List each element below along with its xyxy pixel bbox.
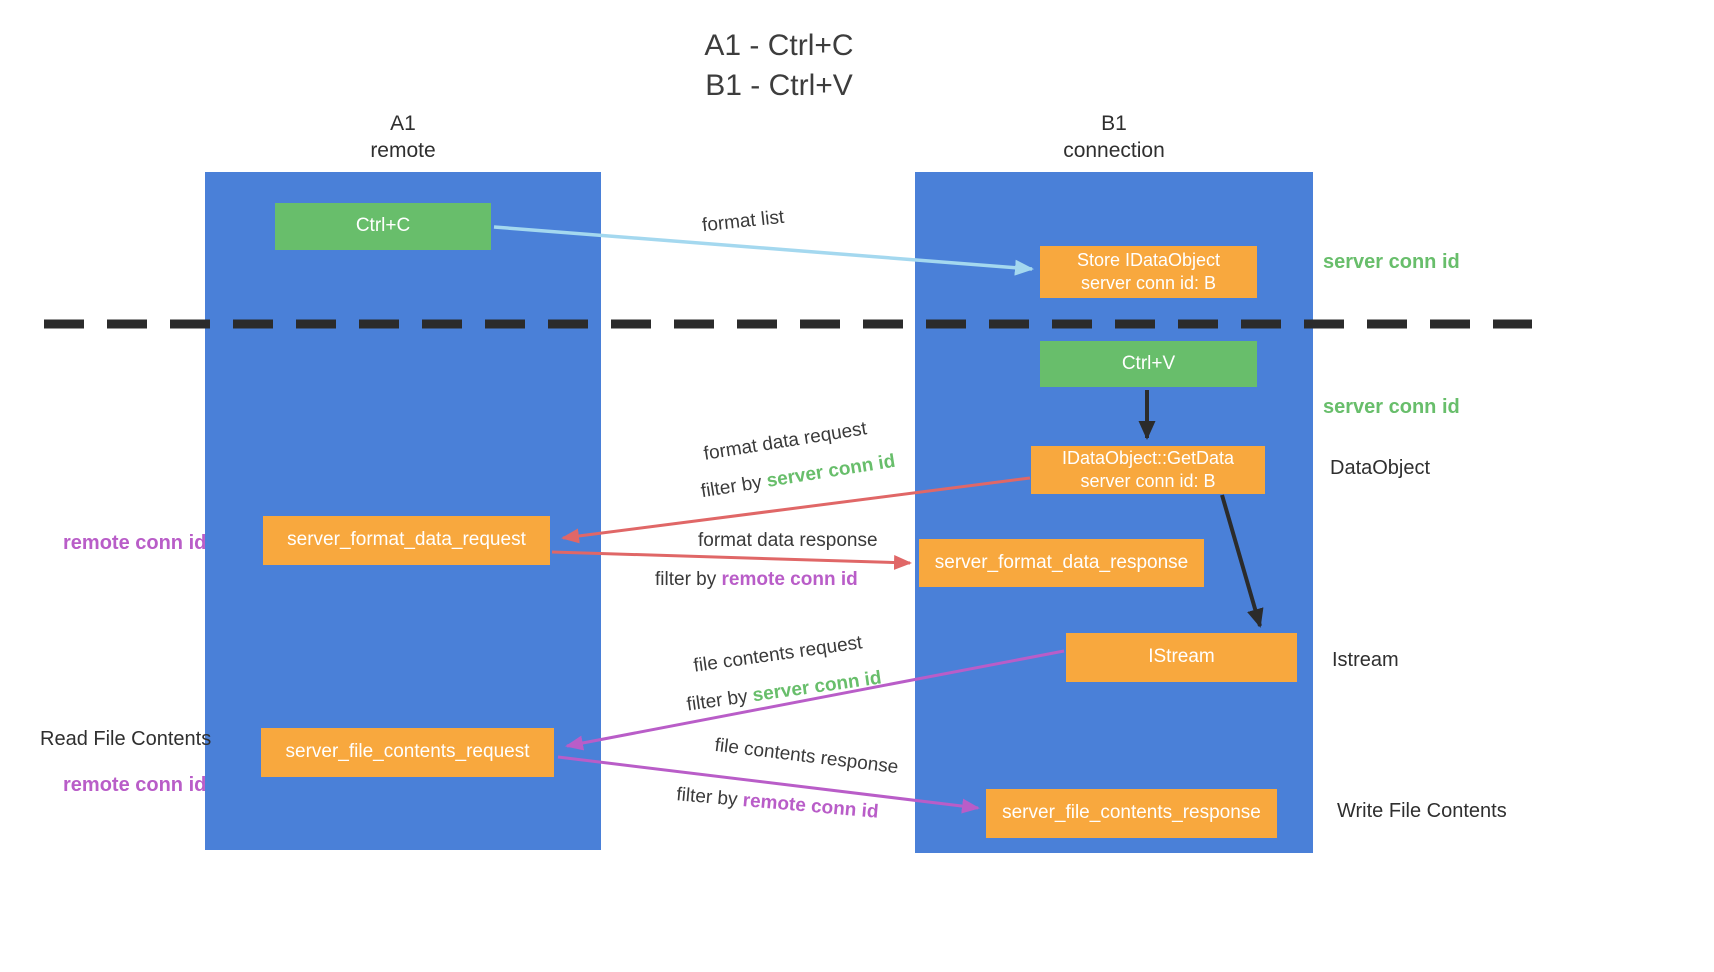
label-server-conn-id-top: server conn id: [1323, 251, 1460, 273]
remote-conn-id-text: remote conn id: [721, 569, 858, 590]
filter-by-text: filter by: [675, 784, 739, 811]
server-conn-id-text: server conn id: [765, 450, 897, 492]
label-istream: Istream: [1332, 649, 1399, 671]
node-server-file-contents-request: server_file_contents_request: [261, 728, 554, 777]
arrow-label-filter-by-remote-2: filter by remote conn id: [675, 784, 880, 824]
filter-by-text: filter by: [699, 471, 764, 503]
node-sfcreq-label: server_file_contents_request: [285, 741, 530, 763]
node-sfdresp-label: server_format_data_response: [934, 551, 1189, 573]
label-write-file-contents: Write File Contents: [1337, 800, 1507, 822]
node-server-file-contents-response: server_file_contents_response: [986, 789, 1277, 838]
lane-header-a1: A1 remote: [205, 110, 601, 164]
label-server-conn-id-mid: server conn id: [1323, 396, 1460, 418]
lane-a1-name: A1: [390, 112, 416, 135]
node-sfcresp-label: server_file_contents_response: [1002, 802, 1261, 824]
arrow-label-filter-by-remote-1: filter by remote conn id: [655, 569, 858, 591]
node-istream-label: IStream: [1148, 646, 1215, 668]
node-getdata-line1: IDataObject::GetData: [1061, 447, 1235, 468]
node-store-idataobject: Store IDataObject server conn id: B: [1040, 246, 1257, 298]
node-ctrl-c: Ctrl+C: [275, 203, 491, 250]
node-getdata-line2: server conn id: B: [1080, 471, 1216, 491]
lane-b1-sub: connection: [1063, 139, 1165, 162]
server-conn-id-text: server conn id: [751, 667, 883, 707]
arrow-label-file-contents-request: file contents request: [692, 632, 864, 677]
node-store-line2: server conn id: B: [1080, 273, 1217, 293]
filter-by-text: filter by: [655, 569, 717, 590]
label-read-file-contents: Read File Contents: [40, 728, 212, 750]
title-line-1: A1 - Ctrl+C: [704, 29, 854, 62]
node-sfdreq-label: server_format_data_request: [287, 529, 526, 551]
label-remote-conn-id-top: remote conn id: [63, 532, 207, 554]
arrow-label-format-data-response: format data response: [698, 530, 878, 551]
lane-header-b1: B1 connection: [915, 110, 1313, 164]
label-remote-conn-id-bottom: remote conn id: [63, 774, 207, 796]
arrow-label-file-contents-response: file contents response: [713, 734, 900, 779]
diagram-title: A1 - Ctrl+C B1 - Ctrl+V: [579, 26, 979, 106]
node-store-line1: Store IDataObject: [1076, 249, 1221, 270]
label-dataobject: DataObject: [1330, 457, 1431, 479]
node-idataobject-getdata: IDataObject::GetData server conn id: B: [1031, 446, 1265, 494]
title-line-2: B1 - Ctrl+V: [705, 69, 853, 102]
node-ctrl-c-label: Ctrl+C: [355, 215, 411, 237]
lane-a1-sub: remote: [370, 139, 436, 162]
arrow-label-format-list: format list: [701, 206, 786, 237]
node-server-format-data-request: server_format_data_request: [263, 516, 550, 565]
node-istream: IStream: [1066, 633, 1297, 682]
node-ctrl-v-label: Ctrl+V: [1121, 352, 1176, 374]
filter-by-text: filter by: [685, 686, 750, 716]
node-server-format-data-response: server_format_data_response: [919, 539, 1204, 587]
node-ctrl-v: Ctrl+V: [1040, 341, 1257, 387]
arrow-format-data-response: [551, 550, 912, 571]
lane-b1-name: B1: [1101, 112, 1127, 135]
remote-conn-id-text: remote conn id: [741, 790, 880, 823]
